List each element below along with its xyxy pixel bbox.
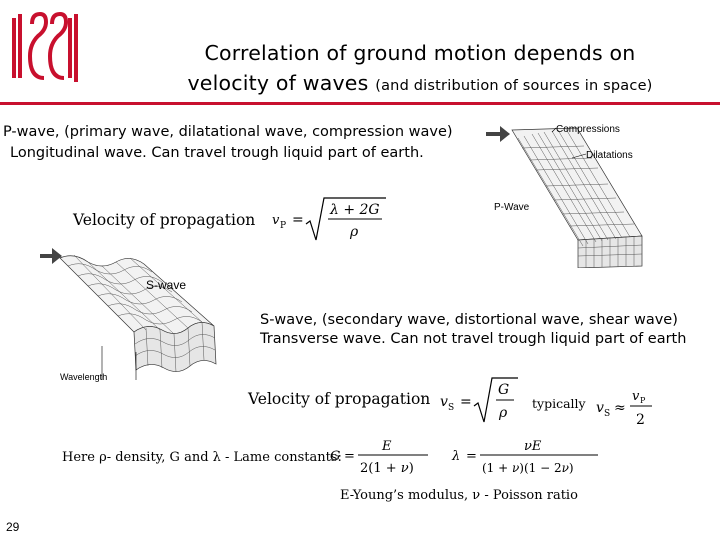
s-wave-line-2: Transverse wave. Can not travel trough l… xyxy=(260,331,687,347)
title-line-2-small: (and distribution of sources in space) xyxy=(375,78,653,94)
typically-label: typically xyxy=(532,396,586,411)
svg-text:=: = xyxy=(292,212,304,228)
p-wave-line-1: P-wave, (primary wave, dilatational wave… xyxy=(3,124,453,140)
p-velocity-formula: v P = λ + 2G ρ xyxy=(272,197,386,241)
g-formula: G = E 2(1 + ν) xyxy=(330,439,428,476)
p-wave-figure: Compressions Dilatations P-Wave xyxy=(486,124,643,268)
arrow-icon xyxy=(40,248,62,264)
compressions-label: Compressions xyxy=(556,124,620,135)
svg-text:S: S xyxy=(604,409,610,419)
svg-text:2: 2 xyxy=(636,412,645,428)
svg-text:P: P xyxy=(640,396,646,405)
title-divider xyxy=(0,102,720,105)
s-wave-figure-label: S-wave xyxy=(146,278,186,292)
title-line-2: velocity of waves (and distribution of s… xyxy=(120,68,720,101)
p-wave-figure-label: P-Wave xyxy=(494,202,530,213)
title-line-1: Correlation of ground motion depends on xyxy=(204,41,636,65)
svg-text:ρ: ρ xyxy=(349,224,359,240)
svg-text:G: G xyxy=(330,449,340,464)
svg-text:v: v xyxy=(272,213,280,228)
dilatations-label: Dilatations xyxy=(586,150,633,161)
svg-text:v: v xyxy=(440,394,448,410)
s-approx-formula: v S ≈ v P 2 xyxy=(596,389,652,428)
svg-text:v: v xyxy=(596,400,604,416)
svg-text:S: S xyxy=(448,403,454,413)
svg-text:≈: ≈ xyxy=(614,400,626,416)
svg-text:E: E xyxy=(381,439,392,454)
svg-text:=: = xyxy=(460,394,472,410)
p-velocity-label: Velocity of propagation xyxy=(73,211,256,229)
constants-text: Here ρ- density, G and λ - Lame constant… xyxy=(62,450,342,465)
svg-text:=: = xyxy=(344,449,355,464)
lambda-formula: λ = νE (1 + ν)(1 − 2ν) xyxy=(451,439,598,475)
svg-text:2(1 + ν): 2(1 + ν) xyxy=(360,461,414,476)
svg-text:v: v xyxy=(632,389,640,404)
wavelength-label: Wavelength xyxy=(60,372,107,382)
svg-text:λ: λ xyxy=(451,449,460,464)
logo-icon xyxy=(12,11,78,82)
svg-text:(1 + ν)(1 − 2ν): (1 + ν)(1 − 2ν) xyxy=(482,461,574,475)
young-modulus-note: E-Young’s modulus, ν - Poisson ratio xyxy=(340,488,578,503)
svg-text:G: G xyxy=(498,382,509,398)
svg-text:νE: νE xyxy=(524,439,542,454)
title-line-2-main: velocity of waves xyxy=(187,71,369,95)
page-number: 29 xyxy=(6,520,20,534)
s-wave-line-1: S-wave, (secondary wave, distortional wa… xyxy=(260,312,678,328)
s-velocity-label: Velocity of propagation xyxy=(248,390,431,408)
svg-text:=: = xyxy=(466,449,477,464)
svg-text:P: P xyxy=(280,221,286,231)
s-velocity-formula: v S = G ρ xyxy=(440,377,518,423)
svg-text:ρ: ρ xyxy=(498,405,508,421)
svg-text:λ + 2G: λ + 2G xyxy=(329,202,380,218)
p-wave-line-2: Longitudinal wave. Can travel trough liq… xyxy=(10,145,424,161)
s-wave-figure: S-wave Wavelength xyxy=(40,248,217,382)
page-title: Correlation of ground motion depends on … xyxy=(120,38,720,101)
arrow-icon xyxy=(486,126,510,142)
